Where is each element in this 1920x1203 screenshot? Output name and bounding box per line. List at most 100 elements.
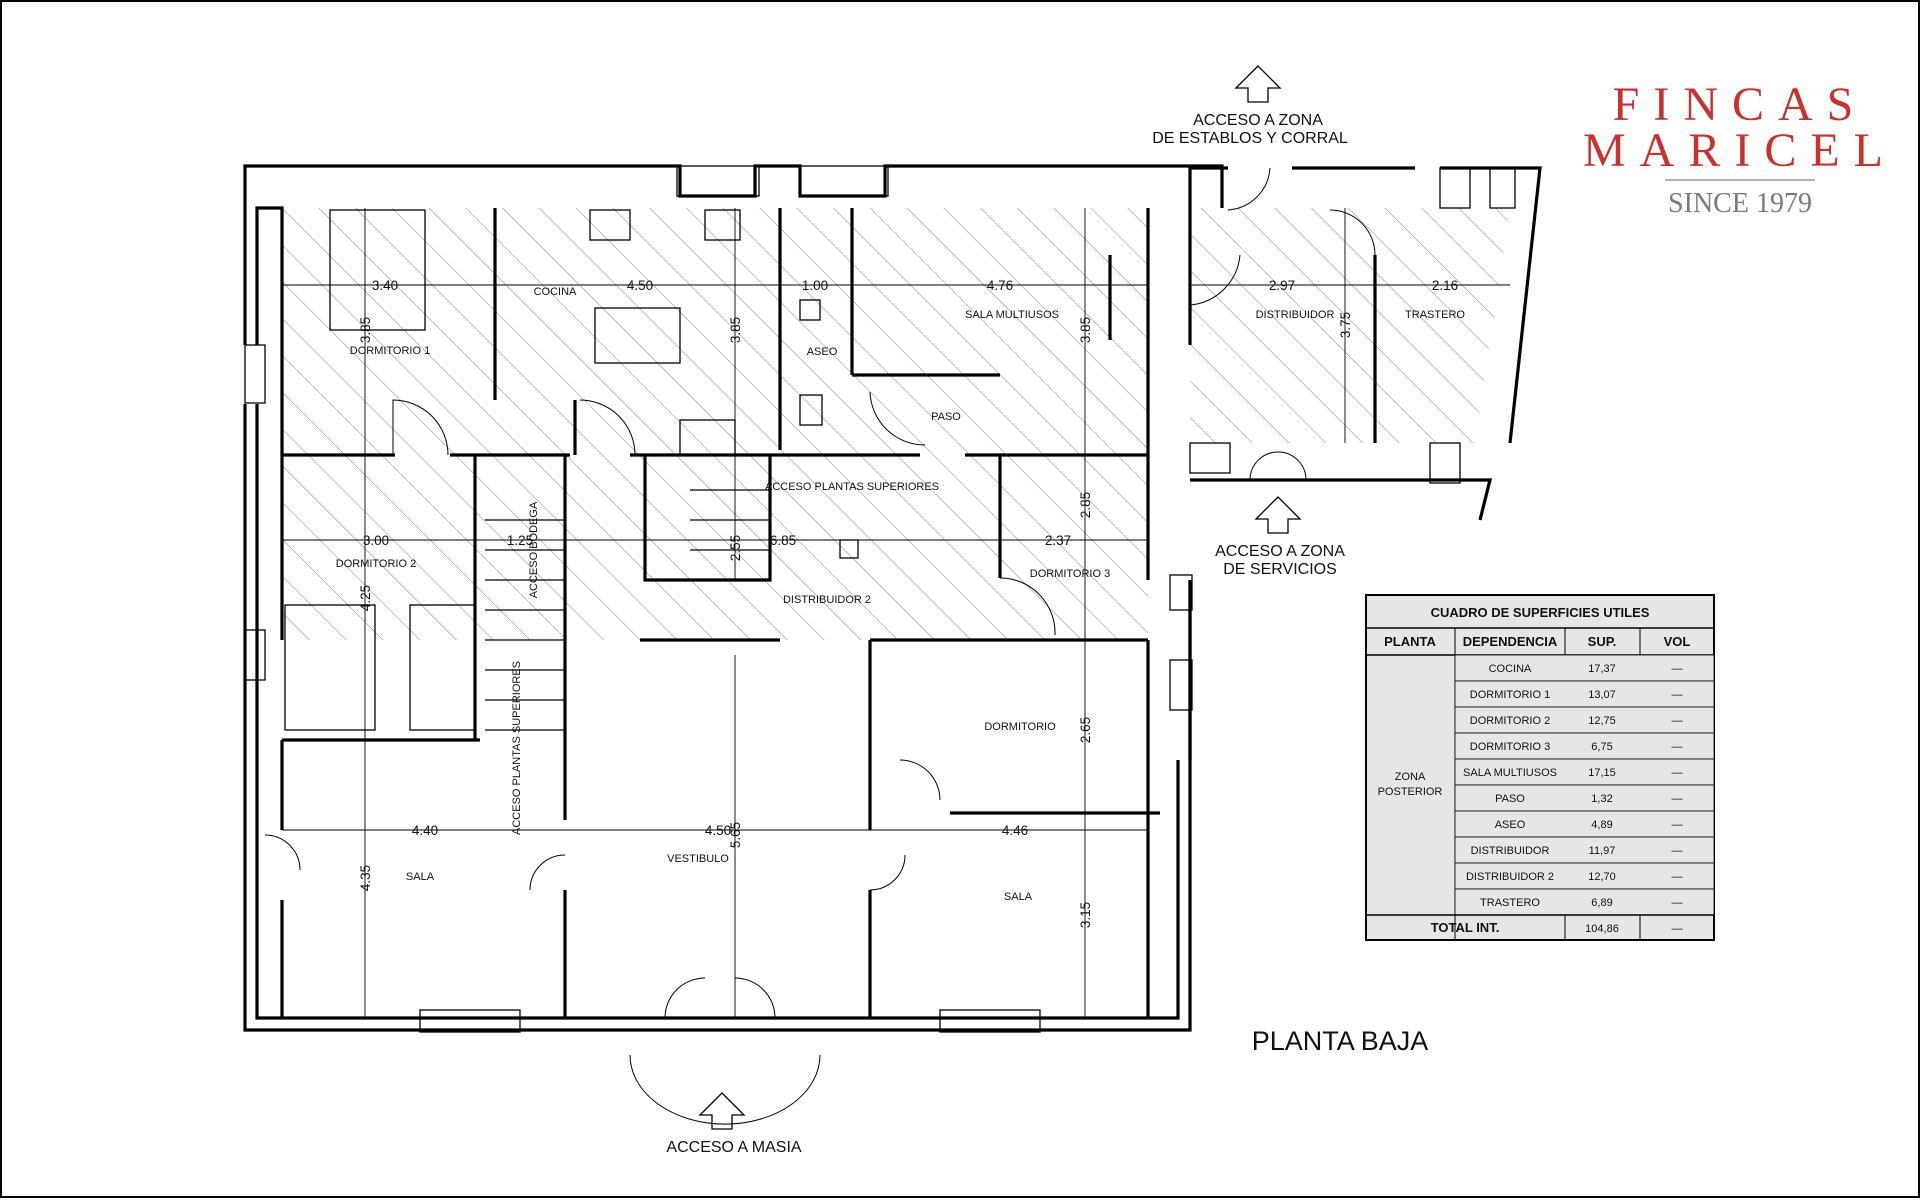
table-cell-dependencia: TRASTERO <box>1480 897 1540 909</box>
brand-line-1: FINCAS <box>1613 78 1868 131</box>
room-label-dormitorio2: DORMITORIO 2 <box>336 558 416 570</box>
table-row: DORMITORIO 3 6,75 — <box>1454 732 1715 760</box>
dim-label: 4.50 <box>705 823 731 838</box>
room-label-sala-right: SALA <box>1004 891 1033 903</box>
dim-label: 6.85 <box>770 533 796 548</box>
dim-label: 3.85 <box>728 317 743 343</box>
outer-walls <box>243 164 1542 1032</box>
access-label-establos-2: DE ESTABLOS Y CORRAL <box>1152 130 1348 147</box>
arrow-up-icon <box>1234 65 1282 103</box>
room-label-acceso-bodega: ACCESO BODEGA <box>528 501 540 598</box>
dim-label: 3.00 <box>363 533 389 548</box>
table-header: PLANTA <box>1384 634 1436 649</box>
table-cell-sup: 4,89 <box>1591 819 1612 831</box>
room-label-acceso-plantas-superiores-2: ACCESO PLANTAS SUPERIORES <box>511 661 523 835</box>
room-label-distribuidor2: DISTRIBUIDOR 2 <box>783 594 871 606</box>
dim-label: 4.50 <box>627 278 653 293</box>
room-label-distribuidor: DISTRIBUIDOR <box>1256 309 1335 321</box>
table-cell-dependencia: SALA MULTIUSOS <box>1463 767 1557 779</box>
table-cell-vol: — <box>1672 845 1683 857</box>
arrow-up-icon <box>698 1092 746 1130</box>
room-label-acceso-plantas-superiores: ACCESO PLANTAS SUPERIORES <box>765 481 939 493</box>
hatched-back-zone <box>282 208 1510 640</box>
access-label-servicios-1: ACCESO A ZONA <box>1215 543 1345 560</box>
dim-label: 1.25 <box>507 533 533 548</box>
table-row: SALA MULTIUSOS 17,15 — <box>1454 758 1715 786</box>
table-header: VOL <box>1664 634 1691 649</box>
dim-label: 2.55 <box>728 535 743 561</box>
access-labels: ACCESO A ZONA DE ESTABLOS Y CORRAL ACCES… <box>666 112 1347 1156</box>
table-cell-vol: — <box>1672 741 1683 753</box>
table-cell-sup: 6,89 <box>1591 897 1612 909</box>
table-row: DORMITORIO 2 12,75 — <box>1454 706 1715 734</box>
table-cell-dependencia: DISTRIBUIDOR 2 <box>1466 871 1554 883</box>
dim-label: 5.65 <box>728 822 743 848</box>
room-labels: DORMITORIO 1 COCINA ASEO SALA MULTIUSOS … <box>336 286 1466 903</box>
table-cell-vol: — <box>1672 689 1683 701</box>
dim-label: 3.15 <box>1078 902 1093 928</box>
dim-label: 3.85 <box>358 317 373 343</box>
table-row: DISTRIBUIDOR 2 12,70 — <box>1454 862 1715 890</box>
room-label-dormitorio3: DORMITORIO 3 <box>1030 568 1110 580</box>
table-cell-dependencia: PASO <box>1495 793 1525 805</box>
table-cell-dependencia: ASEO <box>1495 819 1526 831</box>
table-cell-sup: 12,75 <box>1588 715 1616 727</box>
room-label-aseo: ASEO <box>807 346 838 358</box>
dim-label: 4.76 <box>987 278 1013 293</box>
dim-label: 2.65 <box>1078 717 1093 743</box>
dim-label: 3.40 <box>372 278 398 293</box>
dimension-labels: 3.40 4.50 1.00 4.76 2.97 2.16 3.85 3.85 … <box>358 278 1458 928</box>
table-title: CUADRO DE SUPERFICIES UTILES <box>1431 605 1650 620</box>
room-label-dormitorio1: DORMITORIO 1 <box>350 345 430 357</box>
access-label-masia: ACCESO A MASIA <box>666 1139 801 1156</box>
dim-label: 3.85 <box>1078 317 1093 343</box>
dim-label: 4.35 <box>358 865 373 891</box>
dim-label: 2.16 <box>1432 278 1458 293</box>
table-cell-dependencia: DORMITORIO 2 <box>1470 715 1550 727</box>
door-arcs <box>264 167 1376 1125</box>
dim-label: 4.40 <box>412 823 438 838</box>
table-cell-sup: 17,37 <box>1588 663 1616 675</box>
table-cell-vol: — <box>1672 793 1683 805</box>
furniture-fixtures <box>284 209 859 731</box>
table-row: TRASTERO 6,89 — <box>1454 888 1715 916</box>
brand-since: SINCE 1979 <box>1668 188 1812 219</box>
table-cell-sup: 1,32 <box>1591 793 1612 805</box>
table-cell-sup: 6,75 <box>1591 741 1612 753</box>
dim-label: 4.46 <box>1002 823 1028 838</box>
access-label-establos-1: ACCESO A ZONA <box>1193 112 1323 129</box>
table-cell-sup: 17,15 <box>1588 767 1616 779</box>
dim-label: 4.25 <box>358 585 373 611</box>
total-sup: 104,86 <box>1585 923 1619 935</box>
room-label-sala-multiusos: SALA MULTIUSOS <box>965 309 1059 321</box>
total-vol: — <box>1672 923 1683 935</box>
table-cell-dependencia: DORMITORIO 3 <box>1470 741 1550 753</box>
room-label-cocina: COCINA <box>534 286 577 298</box>
arrow-up-icon <box>1254 496 1302 534</box>
plan-title: PLANTA BAJA <box>1252 1026 1429 1056</box>
zone-label-1: ZONA <box>1395 771 1426 783</box>
table-cell-vol: — <box>1672 871 1683 883</box>
dim-label: 2.37 <box>1045 533 1071 548</box>
dim-label: 3.75 <box>1338 312 1353 338</box>
table-cell-dependencia: DORMITORIO 1 <box>1470 689 1550 701</box>
room-label-paso: PASO <box>931 411 961 423</box>
dimension-lines <box>282 208 1510 1018</box>
table-cell-dependencia: DISTRIBUIDOR <box>1471 845 1550 857</box>
table-cell-vol: — <box>1672 767 1683 779</box>
table-cell-dependencia: COCINA <box>1489 663 1532 675</box>
total-label: TOTAL INT. <box>1431 920 1500 935</box>
table-cell-vol: — <box>1672 897 1683 909</box>
brand-line-2: MARICEL <box>1583 124 1897 177</box>
brand-logo: FINCAS MARICEL SINCE 1979 <box>1583 78 1897 219</box>
room-label-trastero: TRASTERO <box>1405 309 1465 321</box>
dim-label: 2.97 <box>1269 278 1295 293</box>
table-cell-vol: — <box>1672 715 1683 727</box>
table-cell-sup: 12,70 <box>1588 871 1616 883</box>
room-label-sala-left: SALA <box>406 871 435 883</box>
